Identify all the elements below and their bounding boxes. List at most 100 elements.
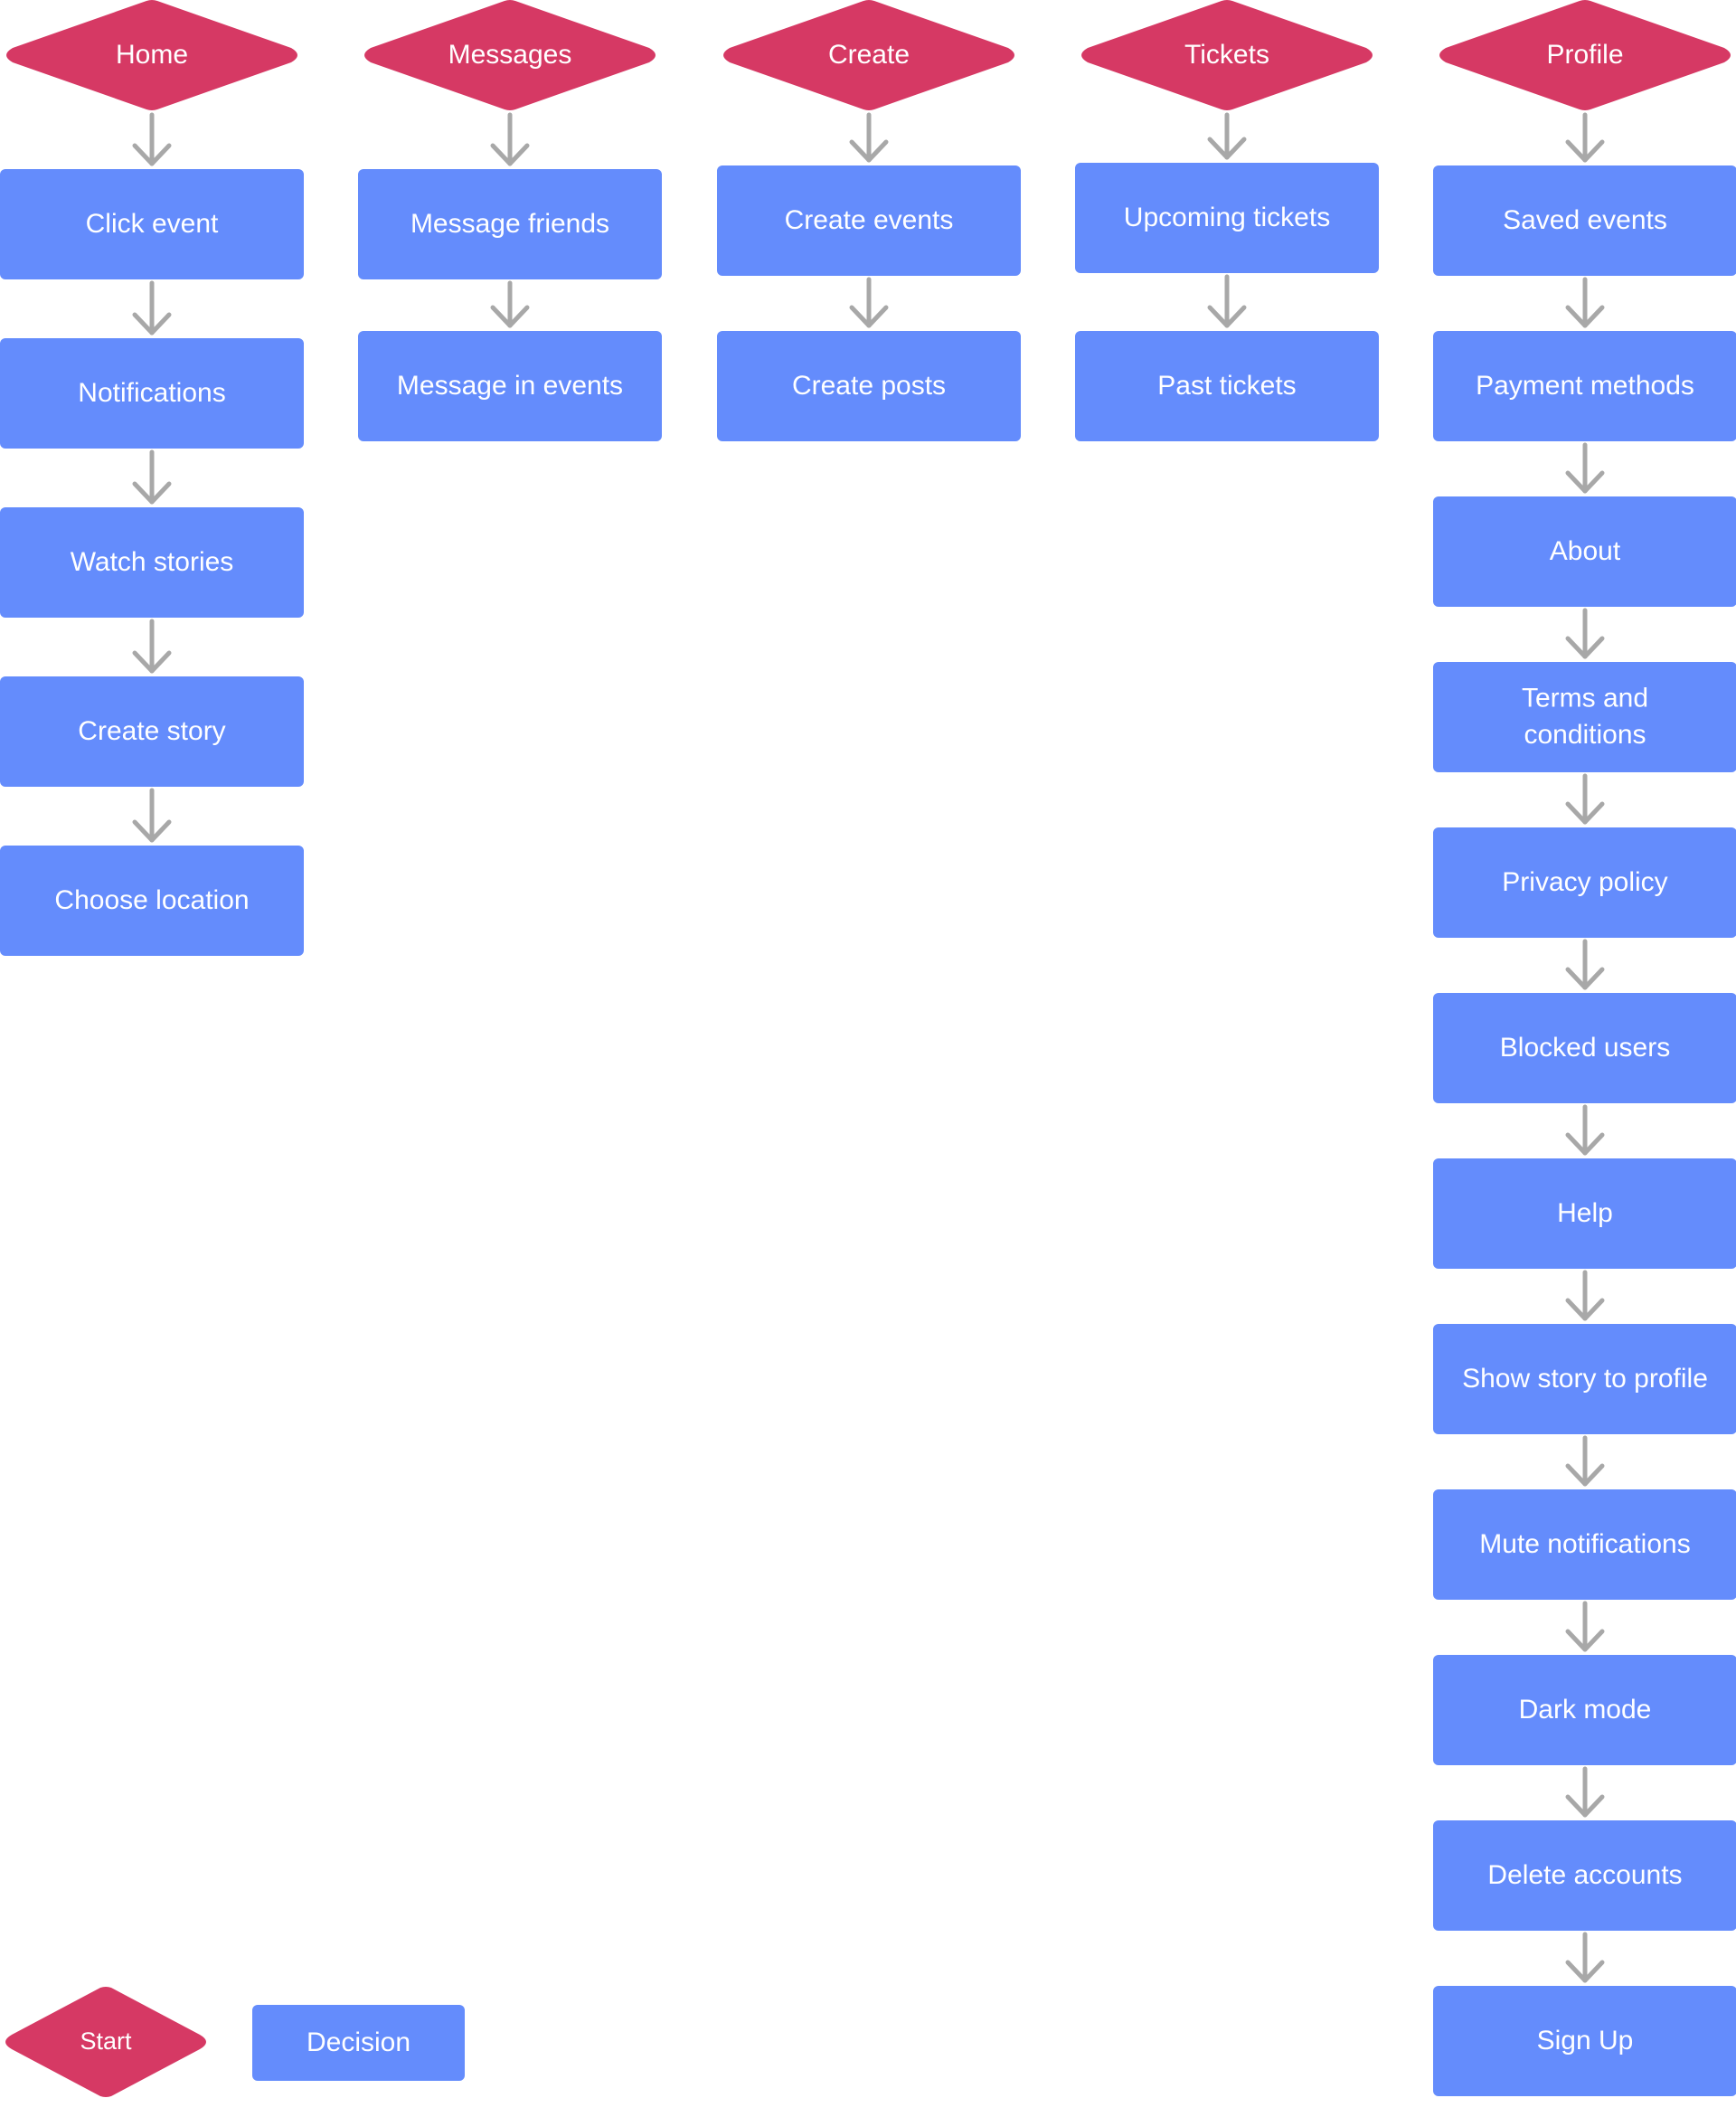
start-profile[interactable]: Profile xyxy=(1439,0,1731,110)
start-label: Home xyxy=(116,40,188,70)
flow-arrow xyxy=(1565,442,1605,494)
start-tickets[interactable]: Tickets xyxy=(1081,0,1373,110)
step-label: Mute notifications xyxy=(1479,1529,1690,1559)
step-box-shape xyxy=(1433,1986,1736,2096)
arrow-head xyxy=(849,139,889,163)
flow-arrow xyxy=(1565,1601,1605,1652)
step-box-shape xyxy=(1433,1820,1736,1931)
start-diamond-shape xyxy=(5,1987,206,2097)
arrow-head xyxy=(490,305,530,328)
arrow-head xyxy=(1565,1794,1605,1818)
step-label: Create events xyxy=(785,205,954,235)
step-about[interactable]: About xyxy=(1433,496,1736,607)
step-message-in-events[interactable]: Message in events xyxy=(358,331,662,441)
flow-arrow xyxy=(1565,1932,1605,1983)
step-box-shape xyxy=(358,331,662,441)
step-box-shape xyxy=(0,169,304,279)
arrow-head xyxy=(490,143,530,166)
step-label: Dark mode xyxy=(1519,1695,1652,1725)
start-label: Tickets xyxy=(1184,40,1269,70)
flow-arrow xyxy=(1565,773,1605,825)
step-box-shape xyxy=(1433,165,1736,276)
flow-arrow xyxy=(1565,112,1605,163)
step-upcoming-tickets[interactable]: Upcoming tickets xyxy=(1075,163,1379,273)
arrow-head xyxy=(1207,137,1247,160)
flow-arrow xyxy=(1565,1270,1605,1321)
start-diamond-shape xyxy=(1081,0,1373,110)
flow-arrow xyxy=(849,112,889,163)
step-privacy-policy[interactable]: Privacy policy xyxy=(1433,827,1736,938)
step-label: Sign Up xyxy=(1537,2026,1634,2056)
step-label: Past tickets xyxy=(1157,371,1296,401)
flow-arrow xyxy=(1565,1766,1605,1818)
flow-arrow xyxy=(490,280,530,328)
step-create-story[interactable]: Create story xyxy=(0,676,304,787)
step-create-events[interactable]: Create events xyxy=(717,165,1021,276)
arrow-head xyxy=(1565,1132,1605,1156)
start-home[interactable]: Home xyxy=(6,0,297,110)
step-label: Privacy policy xyxy=(1502,867,1667,897)
step-label: Saved events xyxy=(1503,205,1667,235)
step-past-tickets[interactable]: Past tickets xyxy=(1075,331,1379,441)
step-box-shape xyxy=(1433,1489,1736,1600)
step-help[interactable]: Help xyxy=(1433,1158,1736,1269)
step-sign-up[interactable]: Sign Up xyxy=(1433,1986,1736,2096)
step-mute-notifications[interactable]: Mute notifications xyxy=(1433,1489,1736,1600)
flow-arrow xyxy=(1565,1435,1605,1487)
step-label: Create posts xyxy=(792,371,946,401)
step-label: Create story xyxy=(78,716,225,746)
step-label: Show story to profile xyxy=(1462,1364,1708,1394)
arrow-head xyxy=(132,819,172,843)
start-messages[interactable]: Messages xyxy=(364,0,656,110)
step-box-shape xyxy=(717,331,1021,441)
start-create[interactable]: Create xyxy=(723,0,1014,110)
arrow-head xyxy=(132,143,172,166)
step-dark-mode[interactable]: Dark mode xyxy=(1433,1655,1736,1765)
step-box-shape xyxy=(1433,331,1736,441)
start-label: Messages xyxy=(448,40,572,70)
step-blocked-users[interactable]: Blocked users xyxy=(1433,993,1736,1103)
arrow-head xyxy=(1565,305,1605,328)
step-show-story-to-profile[interactable]: Show story to profile xyxy=(1433,1324,1736,1434)
step-delete-accounts[interactable]: Delete accounts xyxy=(1433,1820,1736,1931)
step-create-posts[interactable]: Create posts xyxy=(717,331,1021,441)
arrow-head xyxy=(1565,1629,1605,1652)
step-choose-location[interactable]: Choose location xyxy=(0,846,304,956)
step-box-shape xyxy=(0,676,304,787)
step-watch-stories[interactable]: Watch stories xyxy=(0,507,304,618)
flow-arrow xyxy=(1207,112,1247,160)
flow-arrow xyxy=(1565,277,1605,328)
legend-decision[interactable]: Decision xyxy=(252,2005,465,2081)
step-notifications[interactable]: Notifications xyxy=(0,338,304,449)
step-label: Choose location xyxy=(54,885,249,915)
arrow-head xyxy=(1565,470,1605,494)
flow-arrow xyxy=(132,449,172,505)
step-box-shape xyxy=(0,338,304,449)
arrow-head xyxy=(849,305,889,328)
arrow-head xyxy=(1565,1463,1605,1487)
arrow-head xyxy=(1565,967,1605,990)
step-label: Notifications xyxy=(78,378,225,408)
legend-start[interactable]: Start xyxy=(5,1987,206,2097)
step-label: Payment methods xyxy=(1476,371,1694,401)
step-payment-methods[interactable]: Payment methods xyxy=(1433,331,1736,441)
step-box-shape xyxy=(1433,1655,1736,1765)
step-box-shape xyxy=(1433,993,1736,1103)
start-label: Create xyxy=(828,40,910,70)
flow-arrow xyxy=(1565,1104,1605,1156)
step-box-shape xyxy=(1075,331,1379,441)
step-box-shape xyxy=(1433,662,1736,772)
step-message-friends[interactable]: Message friends xyxy=(358,169,662,279)
arrow-head xyxy=(1565,636,1605,659)
step-box-shape xyxy=(1433,827,1736,938)
step-click-event[interactable]: Click event xyxy=(0,169,304,279)
start-diamond-shape xyxy=(1439,0,1731,110)
flow-arrow xyxy=(132,112,172,166)
step-box-shape xyxy=(717,165,1021,276)
step-label: Click event xyxy=(86,209,219,239)
arrow-head xyxy=(132,481,172,505)
step-saved-events[interactable]: Saved events xyxy=(1433,165,1736,276)
